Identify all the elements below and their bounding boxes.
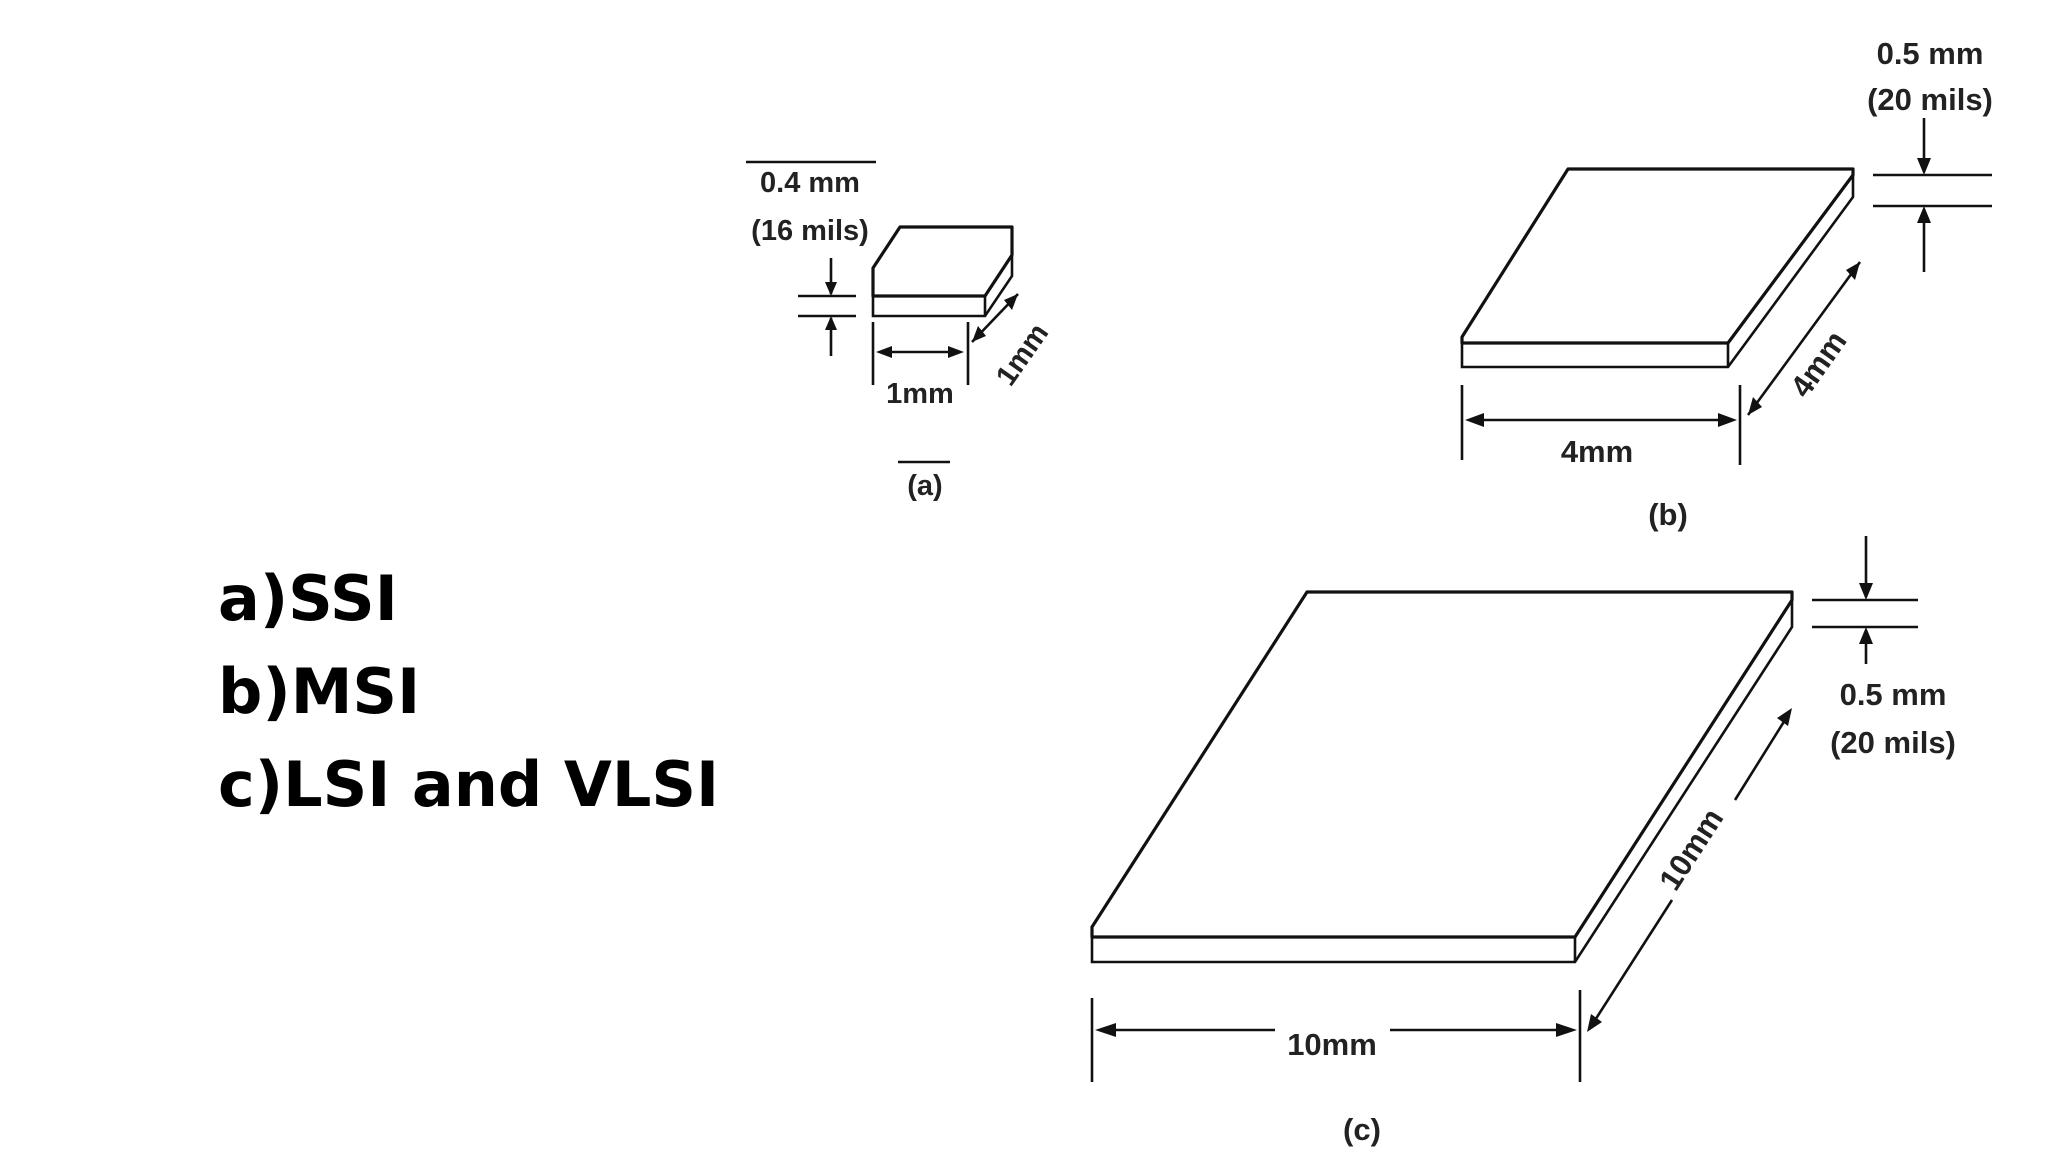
fig-c-width: 10mm bbox=[1287, 1027, 1377, 1062]
fig-b-thickness-mm: 0.5 mm bbox=[1877, 36, 1984, 71]
fig-c-depth: 10mm bbox=[1652, 802, 1730, 896]
fig-a-width: 1mm bbox=[886, 378, 954, 410]
fig-b-depth: 4mm bbox=[1783, 324, 1853, 403]
fig-a-thickness-mm: 0.4 mm bbox=[760, 167, 860, 199]
fig-a-thickness-mils: (16 mils) bbox=[751, 215, 869, 247]
fig-b-caption: (b) bbox=[1648, 497, 1688, 532]
fig-c-thickness-mm: 0.5 mm bbox=[1840, 677, 1947, 712]
label-msi: b)MSI bbox=[218, 655, 421, 728]
fig-b-thickness-mils: (20 mils) bbox=[1867, 82, 1993, 117]
fig-a-caption: (a) bbox=[907, 470, 942, 502]
fig-c-thickness-mils: (20 mils) bbox=[1830, 725, 1956, 760]
figure-a: 0.4 mm (16 mils) 1mm 1mm (a) bbox=[746, 160, 1055, 502]
figure-c: 0.5 mm (20 mils) 10mm 10mm (c) bbox=[1090, 536, 1956, 1147]
figure-b: 0.5 mm (20 mils) 4mm 4mm (b) bbox=[1460, 36, 1993, 532]
label-lsi-vlsi: c)LSI and VLSI bbox=[218, 748, 720, 821]
fig-b-width: 4mm bbox=[1561, 434, 1633, 469]
fig-c-caption: (c) bbox=[1343, 1112, 1381, 1147]
fig-a-depth: 1mm bbox=[990, 318, 1055, 392]
chip-type-list: a)SSI b)MSI c)LSI and VLSI bbox=[218, 552, 719, 831]
label-ssi: a)SSI bbox=[218, 562, 398, 635]
